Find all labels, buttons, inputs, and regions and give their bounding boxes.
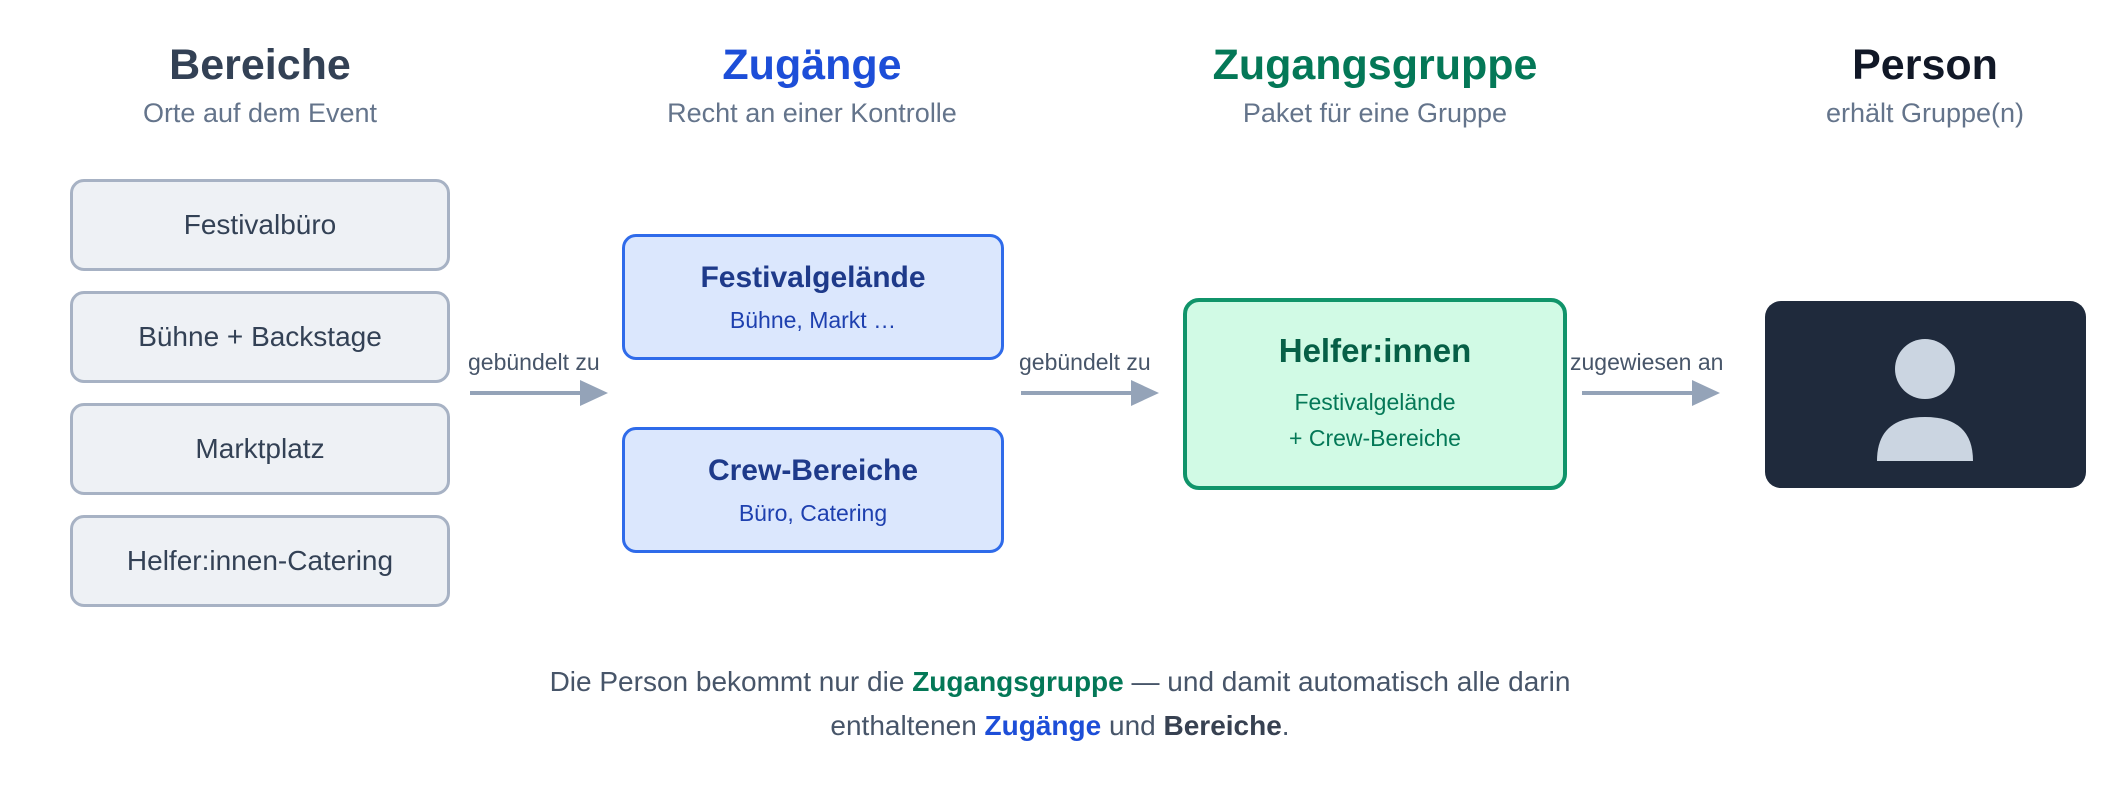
footer-text: . [1281,710,1290,741]
access-item-title: Festivalgelände [700,260,926,294]
column-title-person: Person [1852,41,1998,89]
arrow-label-access-to-group: gebündelt zu [1019,349,1151,375]
column-title-areas: Bereiche [169,41,351,89]
column-subtitle-group: Paket für eine Gruppe [1242,98,1508,128]
access-group-box: Helfer:innen Festivalgelände + Crew-Bere… [1183,298,1567,490]
column-subtitle-person: erhält Gruppe(n) [1825,98,2025,128]
group-title: Helfer:innen [1278,332,1472,369]
footer-text: Die Person bekommt nur die [549,666,913,697]
column-subtitle-areas: Orte auf dem Event [142,98,378,128]
footer-line-1: Die Person bekommt nur die Zugangsgruppe… [0,660,2120,704]
arrow-group-to-person [1582,380,1720,406]
header-group: Zugangsgruppe Paket für eine Gruppe [1150,40,1600,130]
person-icon [1877,339,1973,461]
access-item-crew-bereiche: Crew-Bereiche Büro, Catering [622,427,1004,553]
header-person: Person erhält Gruppe(n) [1725,40,2120,130]
access-item-title: Crew-Bereiche [707,453,919,487]
footer-highlight-group: Zugangsgruppe [912,666,1124,697]
footer-highlight-access: Zugänge [984,710,1102,741]
arrow-label-group-to-person: zugewiesen an [1570,349,1724,375]
area-item: Festivalbüro [70,179,450,271]
area-item: Bühne + Backstage [70,291,450,383]
footer-text: und [1101,710,1164,741]
area-item: Helfer:innen-Catering [70,515,450,607]
footer-text: — und damit automatisch alle darin [1123,666,1571,697]
arrow-access-to-group [1021,380,1159,406]
group-line: Festivalgelände [1294,389,1456,415]
access-item-festivalgelaende: Festivalgelände Bühne, Markt … [622,234,1004,360]
arrow-label-areas-to-access: gebündelt zu [468,349,600,375]
footer-text: enthaltenen [830,710,985,741]
header-areas: Bereiche Orte auf dem Event [60,40,460,130]
group-line: + Crew-Bereiche [1289,425,1461,451]
arrow-areas-to-access [470,380,608,406]
footer-highlight-areas: Bereiche [1163,710,1282,741]
access-item-subtitle: Bühne, Markt … [729,306,897,333]
footer-explanation: Die Person bekommt nur die Zugangsgruppe… [0,660,2120,748]
column-title-access: Zugänge [722,41,902,89]
column-subtitle-access: Recht an einer Kontrolle [667,98,957,128]
person-card [1765,301,2086,488]
column-title-group: Zugangsgruppe [1212,41,1538,89]
area-item: Marktplatz [70,403,450,495]
header-access: Zugänge Recht an einer Kontrolle [612,40,1012,130]
access-item-subtitle: Büro, Catering [738,499,888,526]
footer-line-2: enthaltenen Zugänge und Bereiche. [0,704,2120,748]
